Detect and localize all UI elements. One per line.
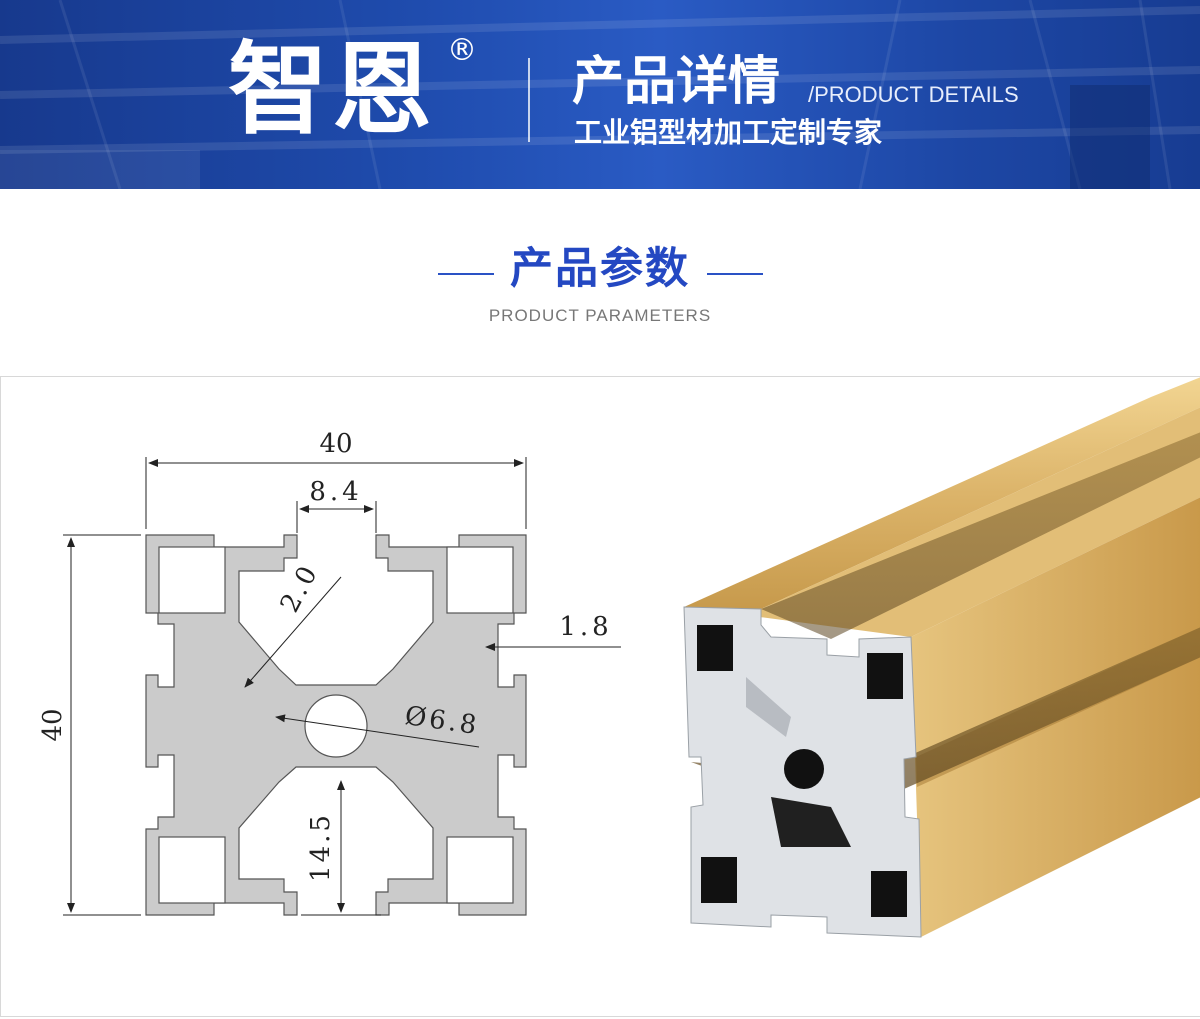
- panel-graphics: 40 8.4 40 2.0 1.8 Ø6.8 14.5: [38, 377, 1200, 938]
- section-title: 产品参数: [510, 244, 690, 294]
- corner-cavity-br: [446, 836, 514, 904]
- header-banner: 智恩 ® 产品详情 /PRODUCT DETAILS 工业铝型材加工定制专家: [0, 0, 1200, 189]
- banner-subtitle: 工业铝型材加工定制专家: [574, 116, 883, 149]
- banner-title-en: /PRODUCT DETAILS: [808, 82, 1019, 107]
- section-subtitle-en: PRODUCT PARAMETERS: [488, 306, 712, 325]
- corner-cavity-tr: [446, 546, 514, 614]
- corner-cavity-tl: [158, 546, 226, 614]
- dim-slot-width-label: 8.4: [309, 477, 362, 507]
- profile-cross-section-drawing: 40 8.4 40 2.0 1.8 Ø6.8 14.5: [38, 429, 621, 916]
- gold-aluminum-profile-image: [683, 377, 1200, 938]
- product-parameters-panel: 40 8.4 40 2.0 1.8 Ø6.8 14.5: [0, 376, 1200, 1017]
- heading-line-right: [707, 273, 763, 275]
- registered-mark: ®: [447, 33, 477, 68]
- brand-logo-text: 智恩: [228, 31, 436, 148]
- dim-width-label: 40: [319, 429, 352, 459]
- banner-title: 产品详情: [572, 52, 781, 112]
- dim-height-label: 40: [38, 708, 68, 741]
- banner-divider: [528, 58, 530, 142]
- corner-cavity-bl: [158, 836, 226, 904]
- dim-center-offset-label: 14.5: [306, 812, 336, 882]
- dim-lip-label: 1.8: [559, 612, 612, 642]
- banner-background-pattern: [0, 0, 1200, 189]
- heading-line-left: [438, 273, 494, 275]
